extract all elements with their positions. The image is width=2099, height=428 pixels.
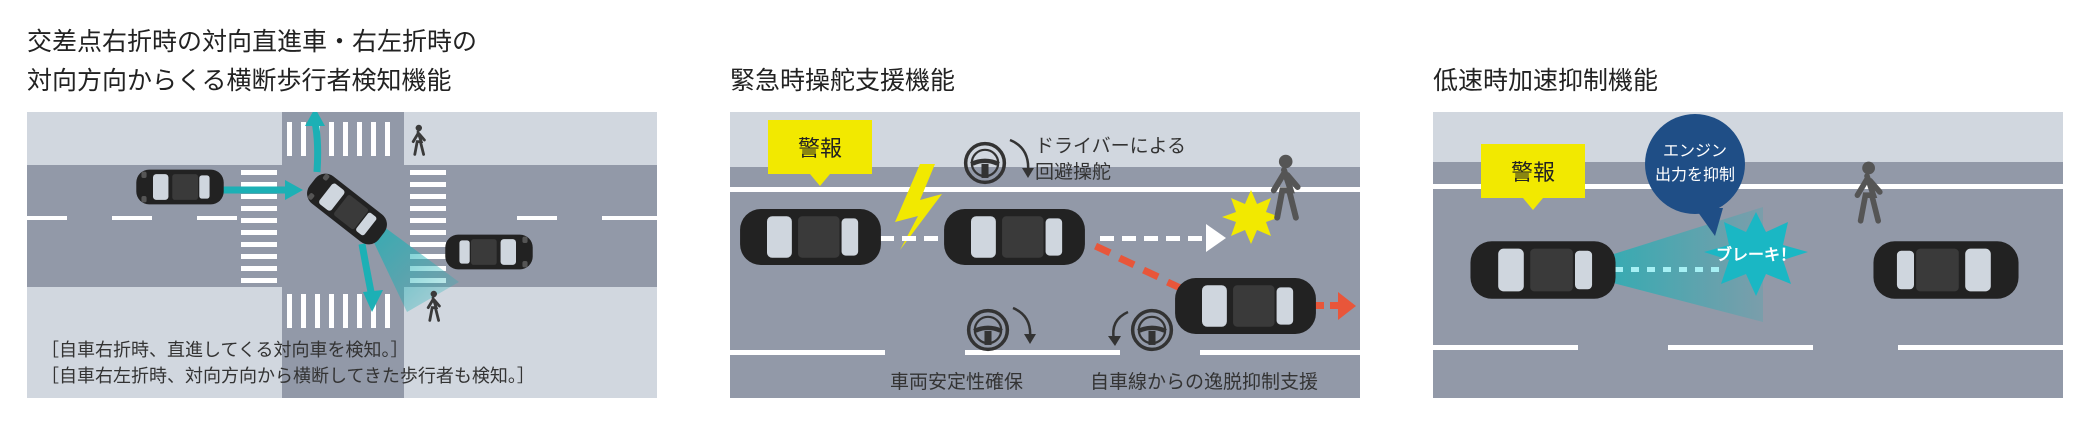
acceleration-suppression-diagram: 警報 エンジン 出力を抑制 ブレーキ！ [1433,112,2063,398]
warning-sign-icon [768,120,872,174]
car-icon [445,234,533,270]
section3-title: 低速時加速抑制機能 [1433,66,1659,95]
car-icon [1873,241,2019,299]
lightning-icon [895,164,942,250]
engine-bubble [1645,114,1745,214]
steering-wheel-icon [1130,308,1174,352]
engine-label-line2: 出力を抑制 [1655,165,1735,184]
engine-label-line1: エンジン [1663,141,1727,160]
section1-title-line2: 対向方向からくる横断歩行者検知機能 [27,66,452,95]
steering-wheel-icon [963,141,1007,185]
brake-burst [1704,212,1808,296]
avoidance-path [1094,242,1356,320]
steering-assist-diagram: 警報 ドライバーによる 回避操舵 車両安定性確保 自車線からの逸脱抑制支援 [730,112,1360,398]
driver-label-line2: 回避操舵 [1035,161,1111,183]
brake-label: ブレーキ！ [1716,245,1796,264]
section1-title: 交差点右折時の対向直進車・右左折時の 対向方向からくる横断歩行者検知機能 [27,22,477,100]
caption-line1: ［自車右折時、直進してくる対向車を検知。］ [41,340,409,361]
section2-title: 緊急時操舵支援機能 [730,66,956,95]
car-icon [1175,278,1316,334]
car-icon [944,209,1085,265]
car-icon [1470,241,1616,299]
section1-title-line1: 交差点右折時の対向直進車・右左折時の [27,27,478,56]
car-icon [136,169,224,205]
caption-line2: ［自車右左折時、対向方向から横断してきた歩行者も検知。］ [41,366,535,387]
car-icon [740,209,881,265]
sensor-beam [1563,207,1763,322]
intersection-diagram: ［自車右折時、直進してくる対向車を検知。］ ［自車右左折時、対向方向から横断して… [27,112,657,398]
warning-label: 警報 [1511,161,1555,186]
warning-label: 警報 [798,137,842,162]
stability-label: 車両安定性確保 [890,371,1023,393]
lane-departure-label: 自車線からの逸脱抑制支援 [1090,371,1318,393]
burst-icon [1222,190,1280,244]
steering-wheel-icon [966,308,1010,352]
driver-label-line1: ドライバーによる [1035,135,1186,157]
warning-sign-icon [1481,144,1585,198]
